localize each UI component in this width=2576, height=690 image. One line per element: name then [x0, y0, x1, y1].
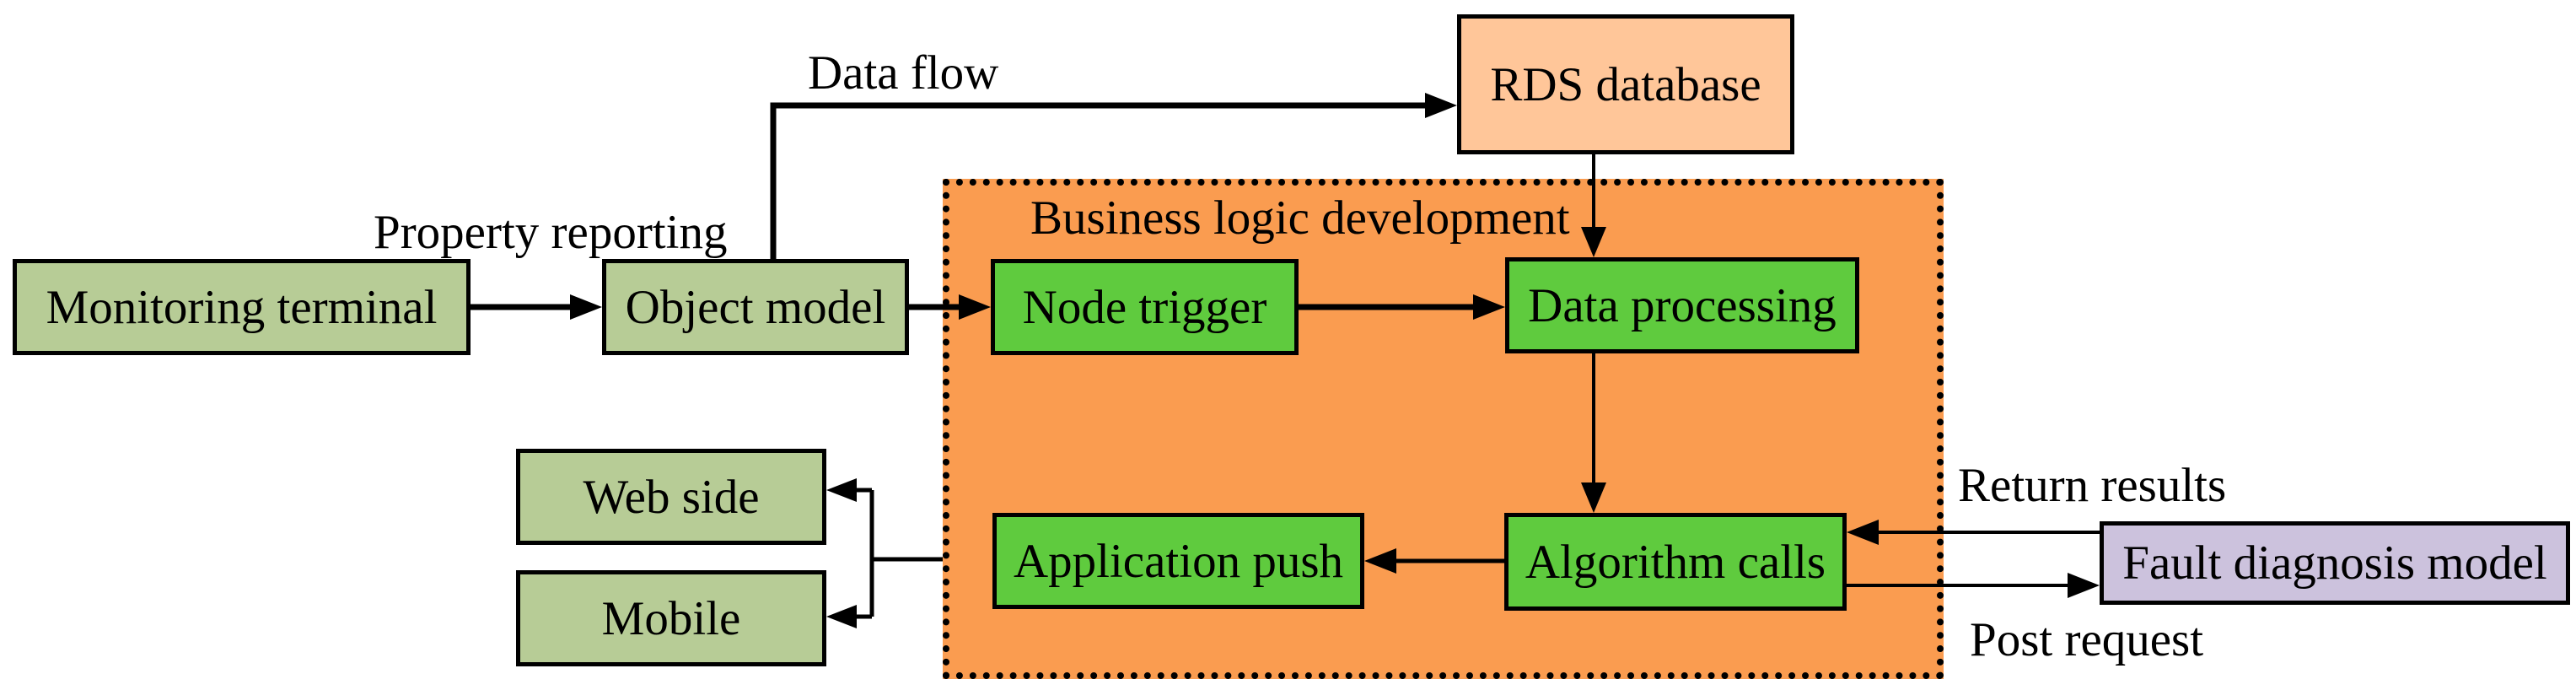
- node-object-model: Object model: [602, 259, 909, 355]
- node-mobile: Mobile: [516, 570, 826, 666]
- node-monitoring-terminal-label: Monitoring terminal: [46, 280, 438, 334]
- edge-label-post-request: Post request: [1970, 613, 2204, 666]
- edge-dataprocessing-to-algorithm-arrowhead: [1581, 482, 1606, 513]
- node-application-push-label: Application push: [1013, 534, 1344, 588]
- node-node-trigger: Node trigger: [991, 259, 1299, 355]
- edge-label-return-results: Return results: [1958, 459, 2227, 512]
- business-logic-title: Business logic development: [1030, 191, 1570, 245]
- edge-branch-to-webside-arrowhead: [826, 478, 857, 502]
- node-fault-diagnosis-model-label: Fault diagnosis model: [2122, 536, 2547, 590]
- edge-dataflow-arrowhead: [1425, 93, 1457, 118]
- edge-post-request-arrowhead: [2068, 573, 2100, 598]
- node-fault-diagnosis-model: Fault diagnosis model: [2100, 521, 2570, 605]
- edge-algorithm-to-apppush-arrowhead: [1364, 548, 1396, 574]
- edge-label-property-reporting: Property reporting: [374, 206, 728, 259]
- node-monitoring-terminal: Monitoring terminal: [13, 259, 471, 355]
- edge-label-data-flow: Data flow: [808, 46, 999, 100]
- node-object-model-label: Object model: [625, 280, 886, 334]
- edge-dataflow-line: [770, 102, 1430, 259]
- node-application-push: Application push: [992, 513, 1364, 609]
- node-algorithm-calls: Algorithm calls: [1504, 513, 1847, 611]
- edge-monitoring-to-object-arrowhead: [570, 294, 602, 320]
- edge-rds-to-dataprocessing-arrowhead: [1581, 227, 1606, 257]
- edge-nodetrigger-to-dataprocessing-arrowhead: [1473, 294, 1505, 320]
- node-data-processing-label: Data processing: [1528, 278, 1837, 332]
- node-web-side-label: Web side: [583, 470, 760, 524]
- edge-branch-to-mobile-arrowhead: [826, 605, 857, 628]
- node-web-side: Web side: [516, 449, 826, 545]
- edge-object-to-nodetrigger-arrowhead: [959, 294, 991, 320]
- node-rds-database: RDS database: [1457, 14, 1794, 154]
- node-data-processing: Data processing: [1505, 257, 1859, 353]
- node-algorithm-calls-label: Algorithm calls: [1525, 535, 1826, 589]
- edge-return-results-arrowhead: [1847, 520, 1879, 545]
- node-mobile-label: Mobile: [601, 591, 741, 645]
- node-rds-database-label: RDS database: [1490, 57, 1761, 111]
- node-node-trigger-label: Node trigger: [1022, 280, 1267, 334]
